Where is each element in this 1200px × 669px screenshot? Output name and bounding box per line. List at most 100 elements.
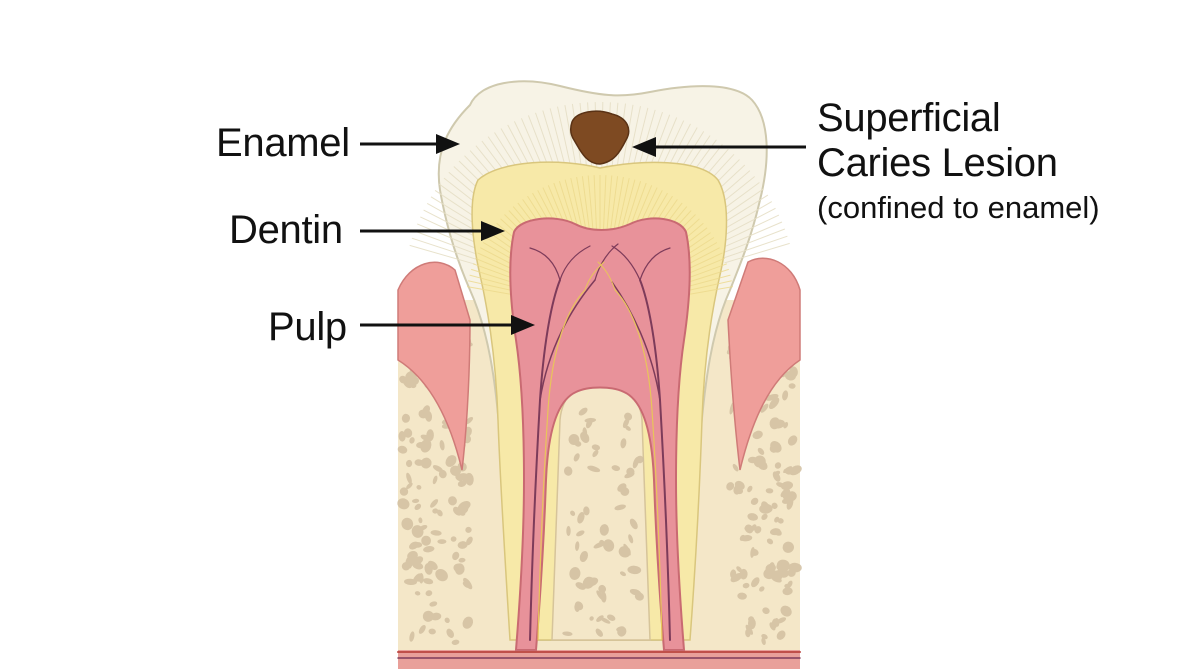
bone-pore bbox=[585, 417, 593, 429]
bone-pore bbox=[406, 375, 419, 386]
bone-pore bbox=[424, 563, 433, 575]
bone-pore bbox=[787, 435, 798, 446]
tissue-hatch-line bbox=[417, 223, 481, 251]
caries-label-line2: Caries Lesion bbox=[817, 141, 1058, 185]
tissue-hatch-line bbox=[411, 237, 477, 260]
tissue-hatch-line bbox=[587, 175, 594, 233]
bone-pore bbox=[444, 617, 450, 624]
tissue-hatch-line bbox=[570, 178, 584, 234]
arrows bbox=[360, 134, 806, 335]
inter-radicular-bone bbox=[551, 379, 651, 641]
bone-pore bbox=[617, 626, 627, 637]
tissue-hatch-line bbox=[557, 106, 573, 174]
bone-pore bbox=[752, 430, 763, 440]
bone-pore bbox=[453, 563, 465, 573]
bone-pore bbox=[580, 431, 590, 443]
bone-pore bbox=[769, 622, 776, 631]
bone-pore bbox=[627, 565, 642, 575]
bone-pore bbox=[563, 466, 573, 476]
bone-pore bbox=[739, 568, 748, 580]
bone-pore bbox=[458, 557, 466, 563]
gum-tissue bbox=[397, 257, 801, 669]
bone-pore bbox=[405, 555, 417, 567]
bone-pore bbox=[771, 502, 778, 509]
bone-pore bbox=[737, 592, 747, 600]
bone-pore bbox=[782, 541, 794, 553]
bone-pore bbox=[458, 504, 469, 514]
bone-pore bbox=[414, 591, 421, 596]
bone-pore bbox=[583, 506, 590, 516]
bone-pore bbox=[780, 488, 790, 498]
pulp-label: Pulp bbox=[268, 305, 347, 349]
bone-pore bbox=[769, 444, 779, 453]
bone-pore bbox=[421, 535, 432, 546]
bone-pore bbox=[747, 456, 758, 464]
pulp-chamber bbox=[509, 217, 691, 651]
bone-pore bbox=[779, 560, 786, 569]
bone-pore bbox=[726, 482, 735, 491]
tissue-hatch-line bbox=[409, 244, 476, 265]
bone-pore bbox=[747, 485, 753, 493]
tissue-hatch-line bbox=[609, 176, 619, 233]
tissue-hatch-line bbox=[581, 176, 591, 233]
bone-pore bbox=[435, 568, 448, 582]
bone-pore bbox=[607, 614, 616, 621]
bone-pore bbox=[452, 551, 460, 561]
bone-pore bbox=[465, 526, 472, 533]
bone-pore bbox=[399, 375, 407, 384]
bone-pore bbox=[598, 584, 607, 594]
bone-pore bbox=[446, 628, 454, 638]
bone-pore bbox=[406, 482, 413, 489]
bone-pore bbox=[414, 503, 422, 511]
bone-pore bbox=[732, 463, 739, 472]
bone-pore bbox=[462, 616, 474, 629]
bone-pore bbox=[418, 524, 428, 531]
bone-pore bbox=[562, 631, 573, 636]
bone-pore bbox=[450, 465, 461, 476]
bone-pore bbox=[748, 617, 756, 630]
bone-pore bbox=[420, 439, 432, 453]
bone-pore bbox=[412, 498, 420, 504]
bone-pore bbox=[757, 447, 765, 455]
bone-pore bbox=[759, 503, 773, 514]
bone-pore bbox=[429, 601, 438, 607]
bone-pore bbox=[788, 383, 796, 389]
tissue-hatch-line bbox=[613, 177, 624, 234]
bone-pore bbox=[578, 407, 588, 416]
bone-pore bbox=[784, 583, 790, 589]
bone-pore bbox=[620, 438, 627, 449]
bone-pore bbox=[587, 465, 601, 473]
bone-pore bbox=[575, 541, 580, 551]
bone-pore bbox=[788, 562, 802, 573]
bone-pore bbox=[625, 425, 631, 431]
bone-pore bbox=[624, 471, 635, 479]
caries-lesion bbox=[569, 110, 630, 165]
tissue-hatch-line bbox=[626, 106, 641, 173]
bone-pore bbox=[761, 513, 768, 521]
bone-pore bbox=[457, 541, 468, 549]
bone-pore bbox=[420, 457, 432, 469]
bone-pore bbox=[436, 509, 443, 517]
bone-pore bbox=[780, 481, 794, 491]
tissue-hatch-line bbox=[616, 178, 630, 234]
tissue-hatch-line bbox=[606, 175, 613, 233]
bone-pore bbox=[422, 578, 434, 585]
bone-pore bbox=[576, 530, 585, 537]
bone-pore bbox=[624, 412, 633, 421]
bone-pore bbox=[401, 517, 414, 531]
bone-pore bbox=[730, 569, 737, 579]
pulp-blood-vessels bbox=[397, 243, 801, 659]
tissue-hatch-line bbox=[619, 179, 636, 235]
bone-pore bbox=[765, 563, 776, 573]
dentin-label: Dentin bbox=[229, 208, 343, 252]
bone-pore bbox=[425, 590, 433, 597]
bone-pore bbox=[573, 453, 580, 462]
bone-pore bbox=[629, 518, 638, 530]
bone-pore bbox=[409, 437, 415, 444]
bone-pore bbox=[783, 469, 791, 475]
bone-pore bbox=[747, 513, 759, 521]
bone-pore bbox=[769, 417, 781, 430]
bone-pore bbox=[776, 482, 785, 488]
bone-pore bbox=[768, 397, 780, 410]
